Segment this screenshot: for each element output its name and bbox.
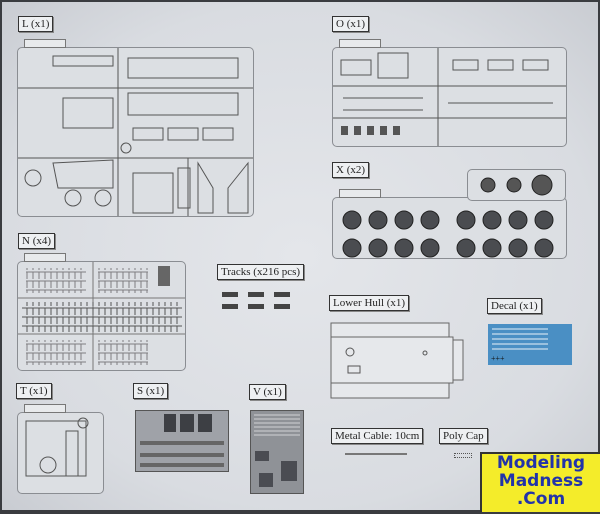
lower-hull-image <box>330 322 464 399</box>
sprue-x-upper <box>467 169 566 201</box>
poly-cap-image <box>454 453 472 458</box>
sprue-x <box>332 189 567 259</box>
sprue-n <box>17 253 186 371</box>
photo-etch-v <box>250 410 304 494</box>
label-lower-hull: Lower Hull (x1) <box>329 295 410 311</box>
logo-line-3: .Com <box>516 489 566 509</box>
logo-line-1: Modeling <box>496 453 586 473</box>
photo-etch-s <box>135 410 229 472</box>
label-sprue-o: O (x1) <box>332 16 370 32</box>
sprue-t <box>17 404 104 494</box>
label-metal-cable: Metal Cable: 10cm <box>331 428 424 444</box>
label-tracks: Tracks (x216 pcs) <box>217 264 305 280</box>
label-sprue-n: N (x4) <box>18 233 56 249</box>
svg-text:+++: +++ <box>491 354 505 363</box>
label-decal: Decal (x1) <box>487 298 542 314</box>
label-sprue-t: T (x1) <box>16 383 52 399</box>
label-sprue-s: S (x1) <box>133 383 169 399</box>
label-poly-cap: Poly Cap <box>439 428 488 444</box>
sprue-o <box>332 39 567 147</box>
label-sprue-v: V (x1) <box>249 384 286 400</box>
decal-sheet: +++ <box>488 324 572 365</box>
label-sprue-l: L (x1) <box>18 16 54 32</box>
label-sprue-x: X (x2) <box>332 162 370 178</box>
metal-cable-image <box>345 453 407 455</box>
logo-line-2: Madness <box>498 471 584 491</box>
modeling-madness-logo: Modeling Madness .Com <box>480 452 600 512</box>
track-links-image <box>222 292 290 309</box>
sprue-l <box>17 39 254 217</box>
